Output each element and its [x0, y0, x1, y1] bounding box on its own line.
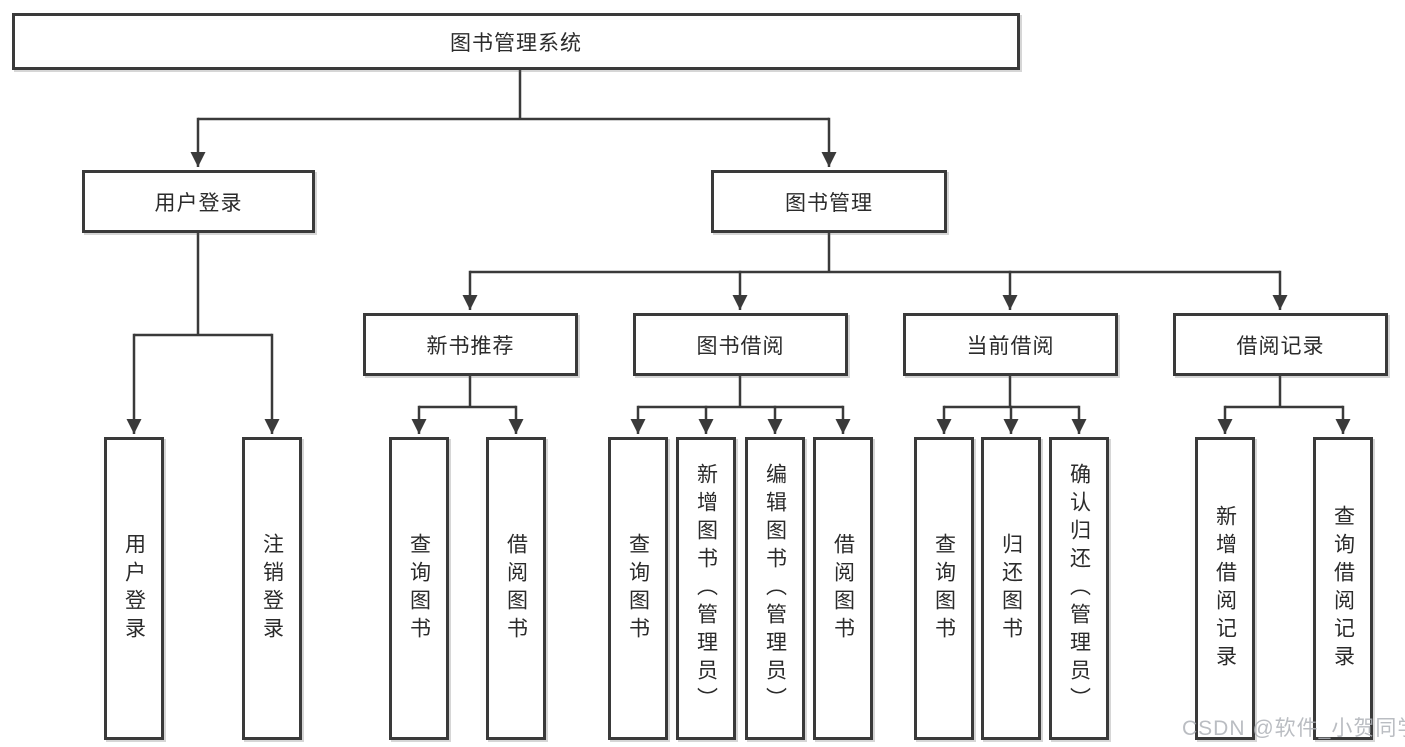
node-label: 图书借阅	[696, 334, 785, 358]
leaf-label: 查询图书	[626, 532, 650, 645]
node-book-management: 图书管理	[711, 170, 947, 233]
leaf-label: 用户登录	[122, 532, 146, 645]
csdn-watermark: CSDN @软件_小贺同学	[1182, 717, 1405, 740]
leaf-borrow-books: 借阅图书	[486, 437, 546, 740]
node-current-borrow: 当前借阅	[903, 313, 1118, 376]
node-label: 当前借阅	[966, 334, 1055, 358]
leaf-borrow-books: 借阅图书	[813, 437, 873, 740]
node-library-system: 图书管理系统	[12, 13, 1020, 70]
leaf-query-borrow-record: 查询借阅记录	[1313, 437, 1373, 740]
node-label: 用户登录	[154, 191, 243, 215]
node-label: 图书管理	[785, 191, 873, 215]
node-new-book-recommend: 新书推荐	[363, 313, 578, 376]
leaf-label: 确认归还（管理员）	[1067, 462, 1091, 715]
leaf-logout: 注销登录	[242, 437, 302, 740]
node-book-borrow: 图书借阅	[633, 313, 848, 376]
leaf-label: 新增借阅记录	[1213, 504, 1237, 673]
leaf-query-books: 查询图书	[389, 437, 449, 740]
leaf-label: 编辑图书（管理员）	[763, 462, 787, 715]
leaf-user-login: 用户登录	[104, 437, 164, 740]
leaf-label: 查询图书	[932, 532, 956, 645]
leaf-add-books-admin: 新增图书（管理员）	[676, 437, 736, 740]
leaf-label: 借阅图书	[831, 532, 855, 645]
node-label: 图书管理系统	[450, 31, 582, 55]
leaf-add-borrow-record: 新增借阅记录	[1195, 437, 1255, 740]
node-borrow-records: 借阅记录	[1173, 313, 1388, 376]
leaf-label: 查询图书	[407, 532, 431, 645]
leaf-confirm-return-admin: 确认归还（管理员）	[1049, 437, 1109, 740]
leaf-edit-books-admin: 编辑图书（管理员）	[745, 437, 805, 740]
leaf-query-books: 查询图书	[914, 437, 974, 740]
leaf-return-books: 归还图书	[981, 437, 1041, 740]
leaf-label: 注销登录	[260, 532, 284, 645]
leaf-query-books: 查询图书	[608, 437, 668, 740]
leaf-label: 新增图书（管理员）	[694, 462, 718, 715]
leaf-label: 归还图书	[999, 532, 1023, 645]
node-label: 新书推荐	[426, 334, 515, 358]
node-label: 借阅记录	[1236, 334, 1325, 358]
leaf-label: 查询借阅记录	[1331, 504, 1355, 673]
node-user-login: 用户登录	[82, 170, 315, 233]
leaf-label: 借阅图书	[504, 532, 528, 645]
